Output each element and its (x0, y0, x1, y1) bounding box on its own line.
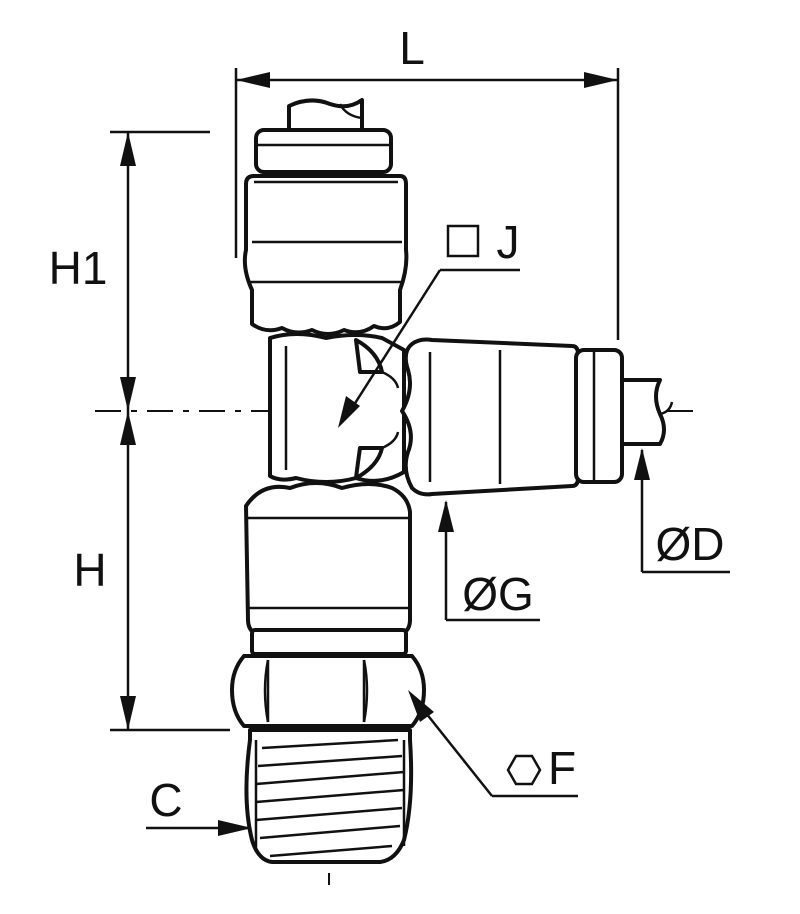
callout-F: F (408, 690, 578, 798)
label-H1: H1 (49, 242, 108, 294)
label-H: H (73, 544, 106, 596)
label-C: C (149, 774, 182, 826)
dimension-L: L (234, 22, 620, 340)
label-J: J (497, 216, 520, 268)
top-collet (254, 128, 393, 174)
callout-D: ØD (634, 448, 730, 574)
callout-J: J (338, 216, 520, 428)
square-icon (446, 224, 480, 258)
side-tube (620, 378, 674, 446)
dimension-H1: H1 (49, 130, 210, 411)
label-L: L (399, 22, 425, 74)
tee-body (268, 332, 406, 484)
lower-body (244, 481, 412, 656)
top-body (242, 174, 409, 336)
side-collet (574, 348, 624, 484)
side-body (400, 337, 580, 497)
threaded-stub (244, 728, 414, 864)
label-F: F (548, 742, 576, 794)
hex-nut (230, 654, 426, 728)
label-D: ØD (656, 518, 725, 570)
top-tube (287, 98, 364, 134)
hexagon-icon (506, 754, 542, 786)
label-G: ØG (462, 568, 534, 620)
callout-C: C (146, 774, 252, 836)
callout-G: ØG (438, 500, 540, 622)
dimension-H: H (73, 411, 230, 732)
